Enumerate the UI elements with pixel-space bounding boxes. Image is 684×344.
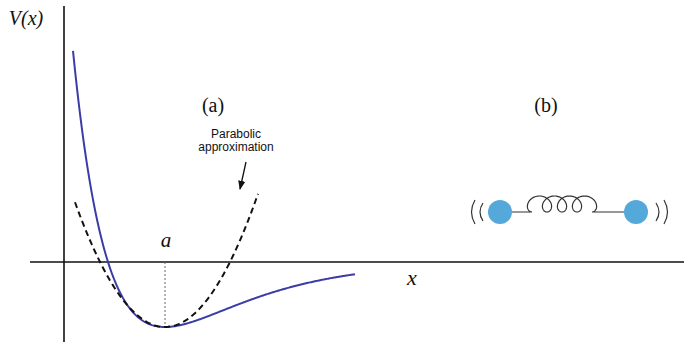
leader-arrow (240, 162, 246, 189)
axis-label: V(x) (9, 7, 43, 29)
position-label: a (161, 229, 172, 252)
parabola-curve (75, 194, 258, 327)
x-axis (30, 261, 684, 263)
spring (512, 196, 624, 212)
molecule (472, 196, 668, 224)
panel-label: (a) (202, 94, 224, 116)
morse-curve (73, 51, 355, 327)
vibration-mark (472, 200, 476, 224)
panel-label: (b) (534, 94, 557, 116)
y-axis (63, 6, 65, 342)
axis-label: x (407, 266, 417, 290)
minimum-guide (165, 262, 166, 327)
atom (488, 200, 512, 224)
vibration-mark (656, 203, 659, 221)
atom (624, 200, 648, 224)
vibration-mark (664, 200, 668, 224)
vibration-mark (480, 203, 483, 221)
callout-text: Parabolic approximation (190, 128, 282, 154)
